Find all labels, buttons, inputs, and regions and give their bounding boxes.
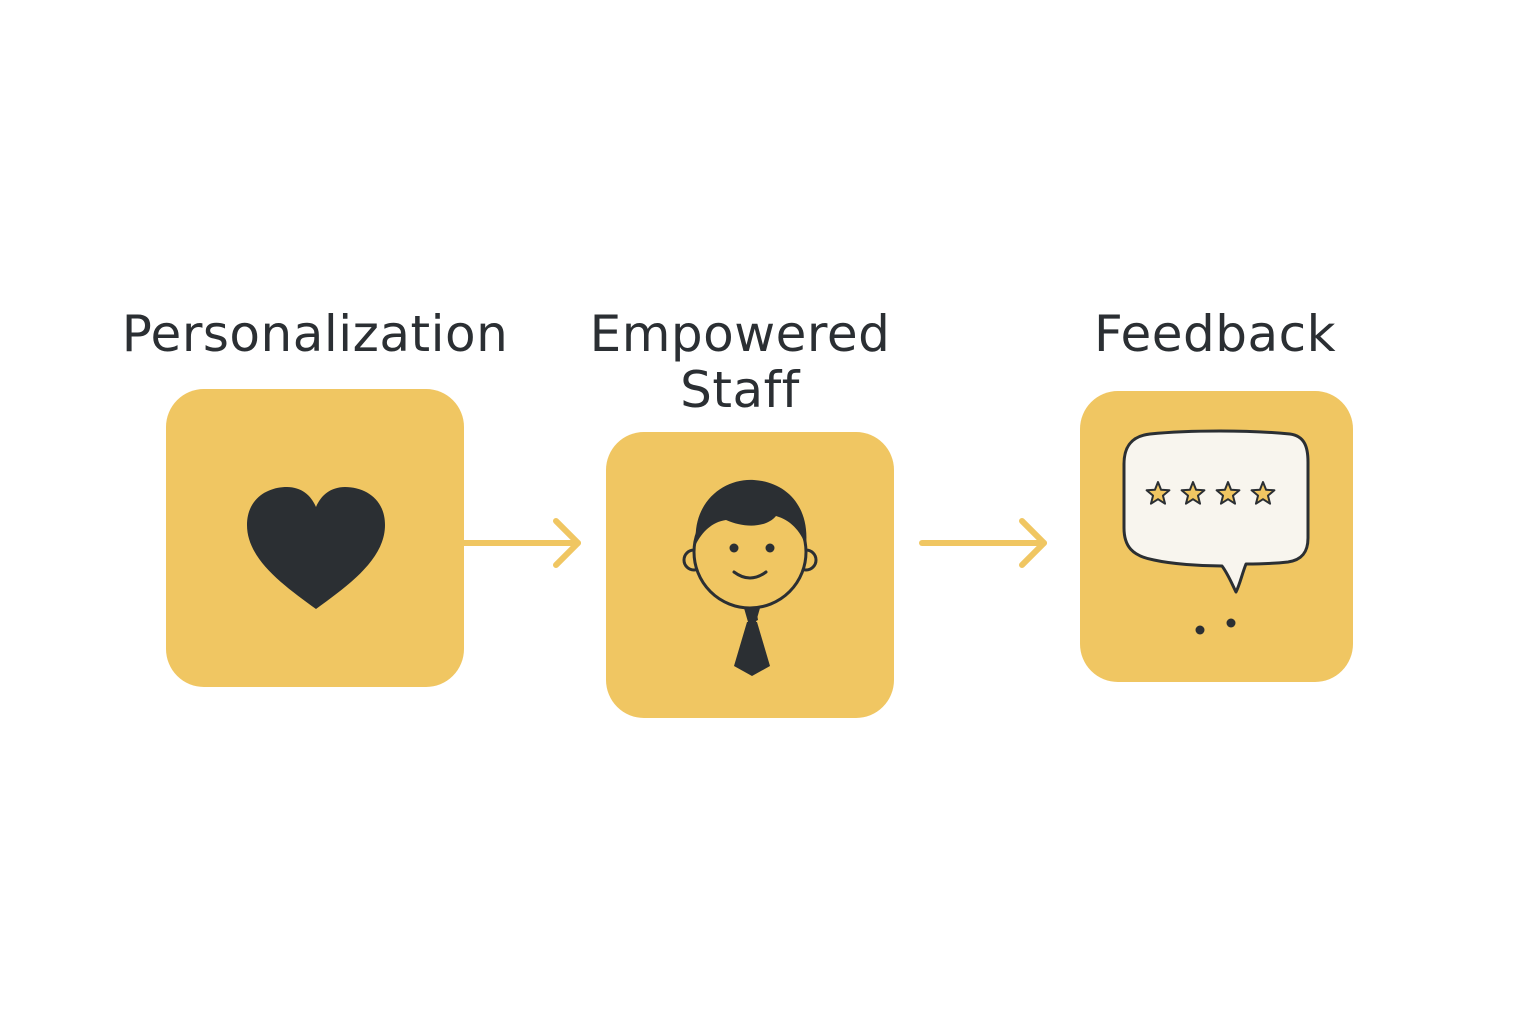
star-icon [1180,481,1206,505]
star-icon [1145,481,1171,505]
heart-icon [243,485,389,615]
star-icon [1250,481,1276,505]
rating-stars [1145,481,1276,505]
step-title-line: Empowered [589,305,891,363]
step-title-feedback: Feedback [1060,306,1370,362]
speech-bubble-stars-icon [1120,428,1312,638]
step-title-empowered-staff: Empowered Staff [560,306,920,418]
step-title-line: Personalization [121,305,509,363]
step-title-personalization: Personalization [110,306,520,362]
step-title-line: Staff [680,361,800,419]
arrow-right-icon [460,516,586,570]
arrow-right-icon [918,516,1052,570]
step-title-line: Feedback [1093,305,1337,363]
step-card-empowered-staff [606,432,894,718]
step-card-personalization [166,389,464,687]
star-icon [1215,481,1241,505]
step-card-feedback [1080,391,1353,682]
staff-person-icon [678,472,822,682]
